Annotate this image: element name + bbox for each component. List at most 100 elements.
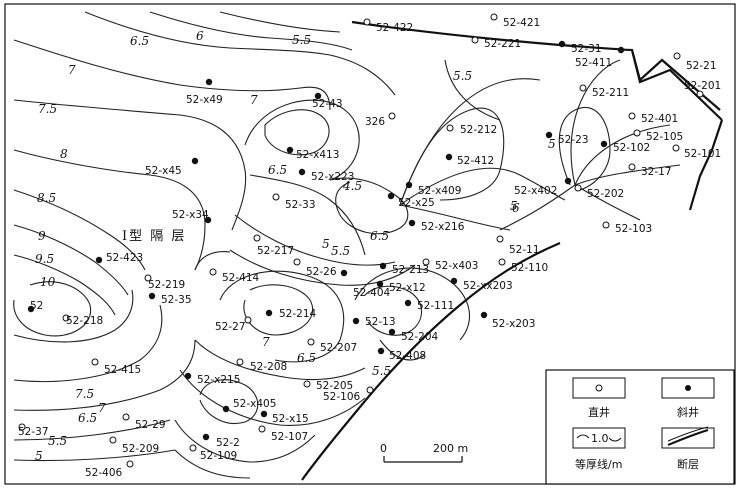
isopach-line <box>264 109 330 156</box>
isopach-line <box>13 224 129 296</box>
well-label: 52-202 <box>587 188 624 200</box>
well: 52-x405 <box>222 398 276 413</box>
isopach-line <box>249 174 366 256</box>
deviated-well-marker <box>191 157 199 165</box>
well-label: 52-2 <box>216 437 240 449</box>
isopach-line <box>13 149 206 271</box>
fault-east <box>688 119 724 211</box>
deviated-well-marker <box>408 219 416 227</box>
legend-fault: 断层 <box>677 457 699 471</box>
vertical-well-marker <box>696 90 704 98</box>
well: 52-221 <box>471 36 521 50</box>
isopach-line <box>13 39 331 111</box>
isopach-line <box>13 339 196 411</box>
vertical-well-marker <box>363 18 371 26</box>
deviated-well-marker <box>600 140 608 148</box>
well: 52-31 <box>558 40 602 55</box>
vertical-well-marker <box>18 423 26 431</box>
deviated-well-marker <box>377 347 385 355</box>
isopach-line <box>379 339 426 361</box>
contour-label: 6.5 <box>297 351 316 365</box>
deviated-well-marker <box>480 311 488 319</box>
well-label: 52-401 <box>641 113 678 125</box>
vertical-well-marker <box>498 258 506 266</box>
well-label: 52-x409 <box>418 185 461 197</box>
isopach-line <box>574 184 641 221</box>
isopach-line <box>399 204 511 231</box>
well-label: 52-412 <box>457 155 494 167</box>
vertical-well-marker <box>272 193 280 201</box>
contour-label: 4.5 <box>342 179 362 193</box>
well: 52-2 <box>202 433 240 449</box>
legend-swatch-deviated <box>661 377 715 399</box>
well-label: 52-408 <box>389 350 426 362</box>
well-label: 52-23 <box>558 134 589 146</box>
deviated-well-marker <box>27 305 35 313</box>
contour-label: 9.5 <box>35 252 54 266</box>
contour-label: 5.5 <box>453 69 472 83</box>
well: 52-422 <box>363 18 413 34</box>
well-label: 52-109 <box>200 450 237 462</box>
well-label: 52-x405 <box>233 398 276 410</box>
well-label: 52-213 <box>392 264 429 276</box>
well: 52-103 <box>602 221 652 235</box>
deviated-well-marker <box>558 40 566 48</box>
vertical-well-marker <box>62 314 70 322</box>
scale-bar: 0 200 m <box>380 442 468 463</box>
deviated-well-marker <box>95 256 103 264</box>
well: 52-202 <box>574 184 624 200</box>
contour-label: 5.5 <box>48 434 67 448</box>
well-label: 52-x45 <box>145 165 182 177</box>
vertical-well-marker <box>258 425 266 433</box>
well: 52-x403 <box>422 258 478 272</box>
well-label: 52-201 <box>684 80 721 92</box>
well: 52-x49 <box>186 78 223 106</box>
legend-isopach-sample: 1.0 <box>591 432 609 445</box>
well-label: 52-414 <box>222 272 260 284</box>
well-label: 52-x25 <box>398 197 435 209</box>
legend-isopach: 等厚线/m <box>575 457 622 471</box>
vertical-well-marker <box>109 436 117 444</box>
deviated-well-marker <box>202 433 210 441</box>
well-label: 52-101 <box>684 148 721 160</box>
legend: 直井 斜井 1.0 等厚线/m 断层 <box>545 369 735 485</box>
well-label: 52-207 <box>320 342 357 354</box>
isopach-line <box>194 251 231 271</box>
scale-zero: 0 <box>380 442 387 455</box>
contour-label: 5 <box>548 137 556 151</box>
well: 52-x203 <box>480 311 535 330</box>
scale-distance: 200 m <box>433 442 468 455</box>
well: 52-x12 <box>376 280 426 294</box>
well: 52-26 <box>293 258 337 278</box>
well: 52-207 <box>307 338 357 354</box>
deviated-well-icon <box>685 385 691 391</box>
contour-label: 5 <box>35 449 43 463</box>
contour-label: 5 <box>322 237 330 251</box>
well: 52-x215 <box>184 372 240 386</box>
contour-label: 6.5 <box>130 34 149 48</box>
well: 52-105 <box>633 129 683 143</box>
well-label: 52-211 <box>592 87 629 99</box>
isopach-line <box>399 78 541 206</box>
legend-swatch-isopach <box>572 427 626 449</box>
well-label: 52-218 <box>66 315 103 327</box>
deviated-well-marker <box>545 131 553 139</box>
well-label: 52-37 <box>18 426 49 438</box>
fault-north <box>351 20 721 111</box>
well-label: 52-415 <box>104 364 141 376</box>
vertical-well-marker <box>602 221 610 229</box>
well: 52-x34 <box>172 209 212 224</box>
well-label: 52-111 <box>417 300 454 312</box>
isopach-line <box>174 449 251 479</box>
well-label: 52-110 <box>511 262 548 274</box>
well: 52-205 <box>303 380 353 392</box>
legend-swatch-vertical <box>572 377 626 399</box>
well-label: 52 <box>30 300 43 312</box>
fault-icon <box>667 426 709 442</box>
well: 52-x216 <box>408 219 465 233</box>
vertical-well-marker <box>91 358 99 366</box>
isopach-line <box>13 99 247 231</box>
